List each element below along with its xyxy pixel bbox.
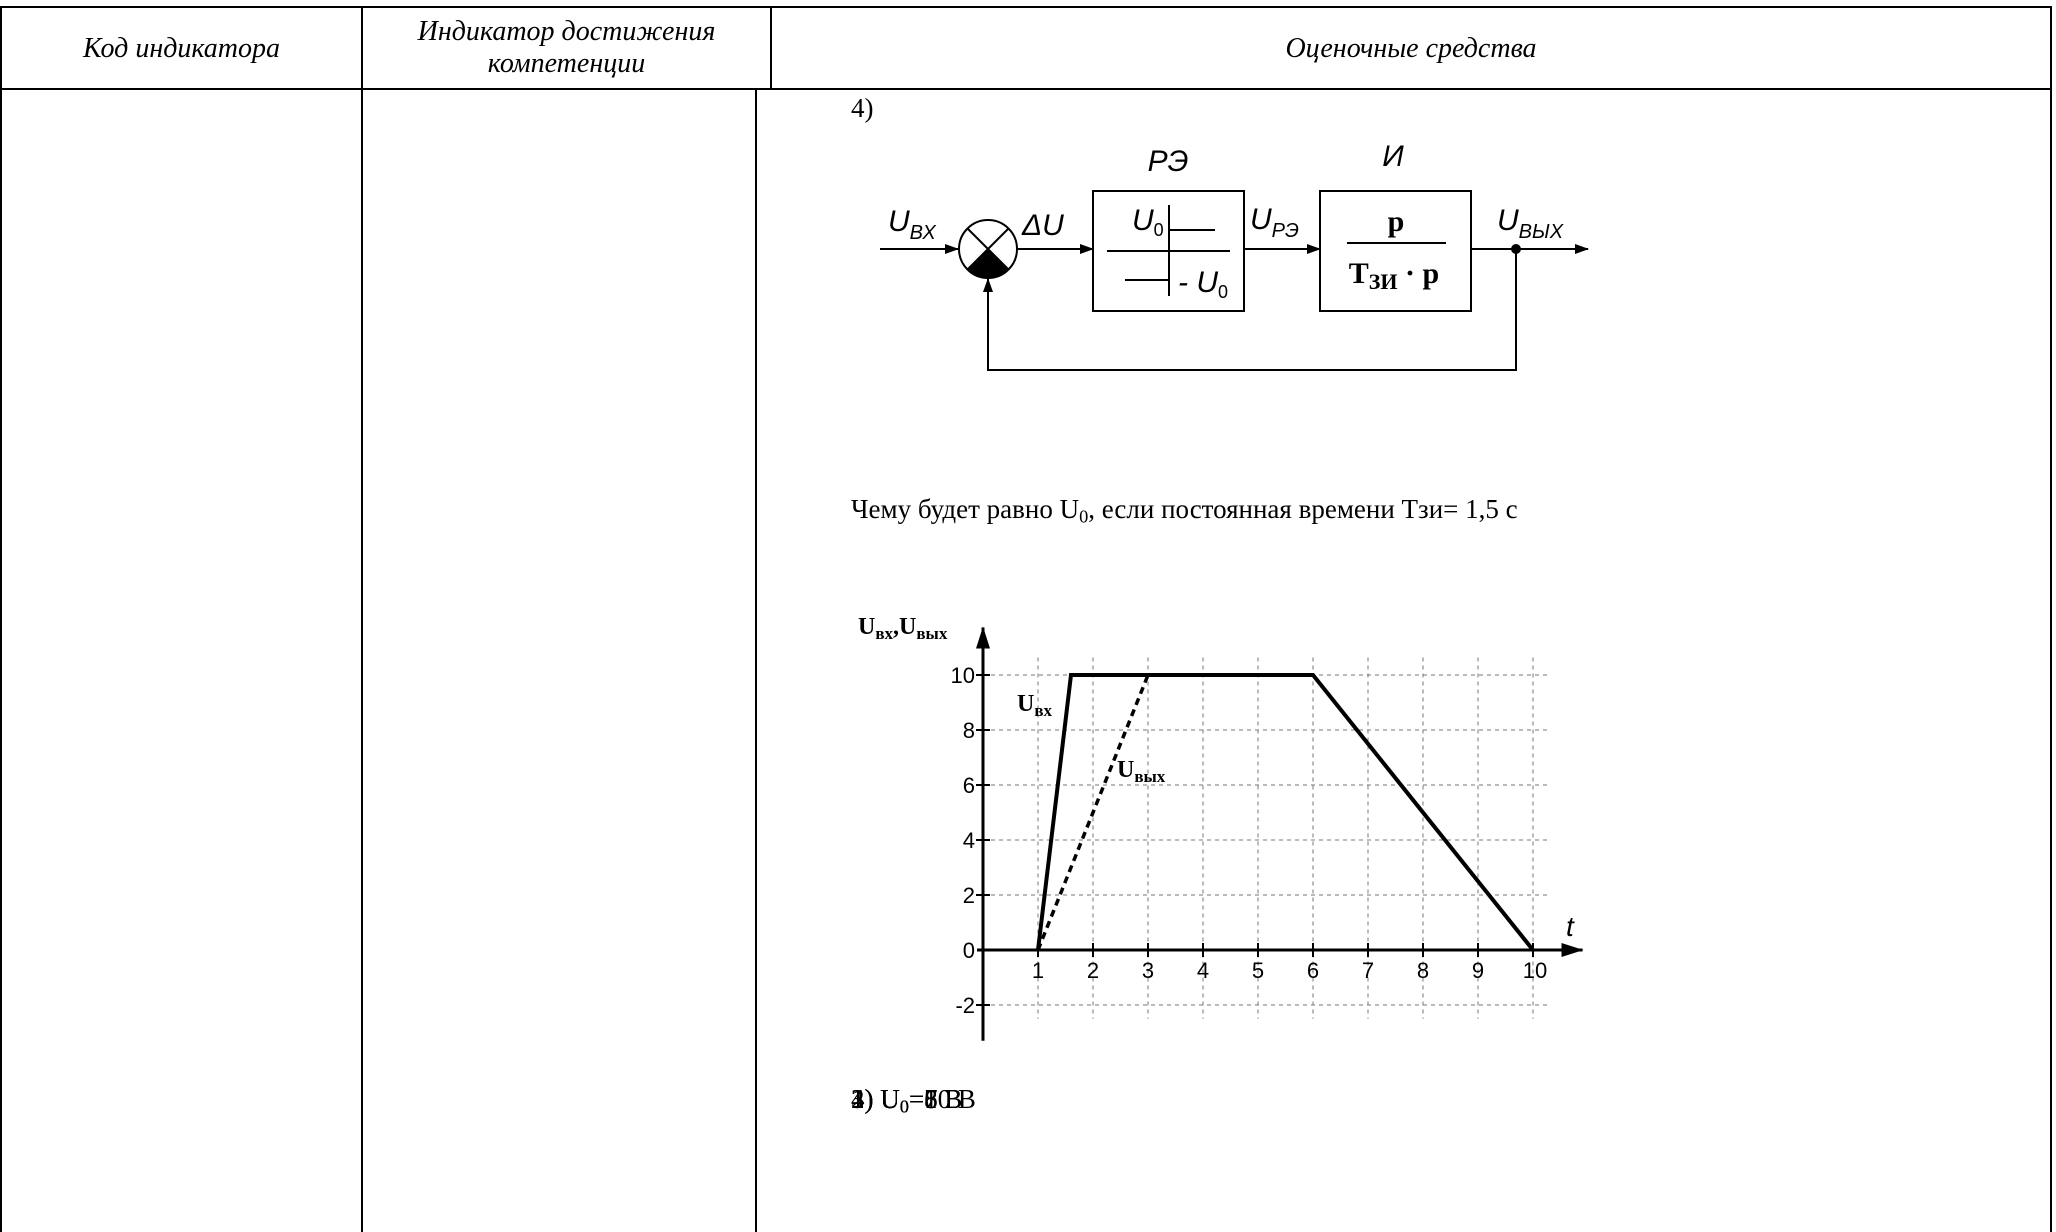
y-tick-label: -2	[955, 993, 975, 1018]
y-tick-label: 10	[951, 663, 975, 688]
integrator-denominator: TЗИ · p	[1349, 257, 1439, 294]
y-tick-label: 0	[963, 938, 975, 963]
table-left-border	[0, 6, 2, 1232]
x-tick-label: 2	[1087, 958, 1099, 983]
header-assessment: Оценочные средства	[1285, 33, 1537, 64]
table-col2-divider-body	[755, 88, 757, 1232]
x-tick-label: 10	[1523, 958, 1547, 983]
x-tick-label: 6	[1307, 958, 1319, 983]
series-label-1: Uвх	[1017, 691, 1053, 720]
y-tick-label: 4	[963, 828, 975, 853]
answer-option-3: 3) U0=6 В	[851, 1084, 963, 1117]
table-top-border	[0, 6, 2052, 8]
x-tick-label: 7	[1362, 958, 1374, 983]
x-tick-label: 9	[1472, 958, 1484, 983]
x-tick-label: 8	[1417, 958, 1429, 983]
header-code: Код индикатора	[83, 33, 280, 64]
header-indicator: Индикатор достижения компетенции	[363, 16, 770, 80]
answer-option-4: 4) U0=7 В	[851, 1084, 963, 1117]
feedback-line	[983, 249, 1517, 371]
x-tick-label: 5	[1252, 958, 1264, 983]
question-text: Чему будет равно U0, если постоянная вре…	[851, 494, 1518, 527]
relay-characteristic	[1107, 205, 1230, 296]
integrator-block	[1319, 190, 1472, 312]
table-col1-divider	[361, 6, 363, 1232]
y-axis-label: Uвх,Uвых	[858, 614, 948, 643]
integrator-title: И	[1382, 140, 1404, 173]
header-indicator-line2: компетенции	[487, 48, 646, 79]
relay-level-bottom: - U0	[1178, 266, 1228, 302]
answer-option-1: 1) U0=8 В	[851, 1084, 963, 1117]
summing-junction	[958, 219, 1018, 279]
relay-output-label: UРЭ	[1250, 203, 1299, 242]
answer-option-2: 2) U0=10 В	[851, 1084, 976, 1117]
y-tick-label: 6	[963, 773, 975, 798]
table-col2-divider-header	[770, 6, 772, 90]
table-header-bottom-border	[0, 88, 2052, 90]
chart-series	[1036, 673, 1535, 952]
series-line-2	[1036, 674, 1150, 951]
series-label-2: Uвых	[1117, 757, 1166, 786]
x-tick-label: 4	[1197, 958, 1209, 983]
question-number: 4)	[851, 93, 874, 123]
table-right-border	[2050, 6, 2052, 1232]
error-label: ΔU	[1021, 209, 1064, 242]
relay-level-top: U0	[1132, 204, 1164, 240]
block-diagram: UВХ ΔU РЭ U0 - U0 UРЭ И p TЗИ · p	[880, 140, 1589, 371]
input-label: UВХ	[888, 205, 936, 244]
integrator-numerator: p	[1388, 205, 1405, 238]
x-axis-label: t	[1566, 911, 1575, 942]
relay-title: РЭ	[1148, 145, 1189, 178]
x-tick-label: 3	[1142, 958, 1154, 983]
series-line-1	[1036, 673, 1535, 952]
header-indicator-line1: Индикатор достижения	[417, 16, 716, 47]
output-label: UВЫХ	[1497, 204, 1564, 243]
y-tick-label: 2	[963, 883, 975, 908]
x-tick-label: 1	[1032, 958, 1044, 983]
y-tick-label: 8	[963, 718, 975, 743]
chart-axes	[976, 626, 1584, 1041]
